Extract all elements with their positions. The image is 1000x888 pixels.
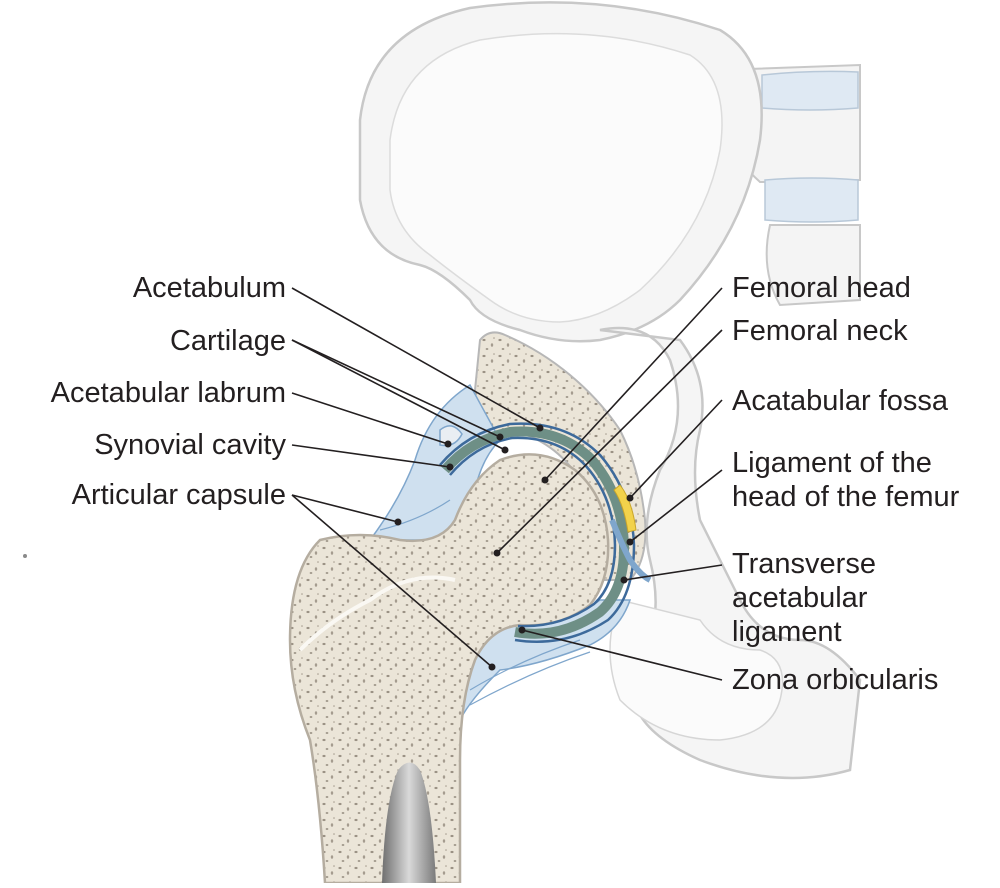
label-ligament-head-femur-2: head of the femur (732, 481, 960, 513)
label-articular-capsule: Articular capsule (71, 479, 286, 511)
label-femoral-head: Femoral head (732, 272, 911, 304)
label-transverse-3: ligament (732, 616, 842, 648)
leader-lines (291, 287, 723, 681)
label-acetabular-labrum: Acetabular labrum (50, 377, 286, 409)
stray-dot (23, 554, 27, 558)
label-transverse-1: Transverse (732, 548, 876, 580)
label-zona-orbicularis: Zona orbicularis (732, 664, 939, 696)
label-femoral-neck: Femoral neck (732, 315, 908, 347)
femoral-head-layers (439, 422, 652, 644)
leader-dots (394, 424, 634, 671)
label-transverse-2: acetabular (732, 582, 868, 614)
label-ligament-head-femur-1: Ligament of the (732, 447, 932, 479)
label-synovial-cavity: Synovial cavity (94, 429, 286, 461)
label-cartilage: Cartilage (169, 325, 286, 357)
label-acetabulum: Acetabulum (132, 272, 286, 304)
label-acatabular-fossa: Acatabular fossa (732, 385, 949, 417)
